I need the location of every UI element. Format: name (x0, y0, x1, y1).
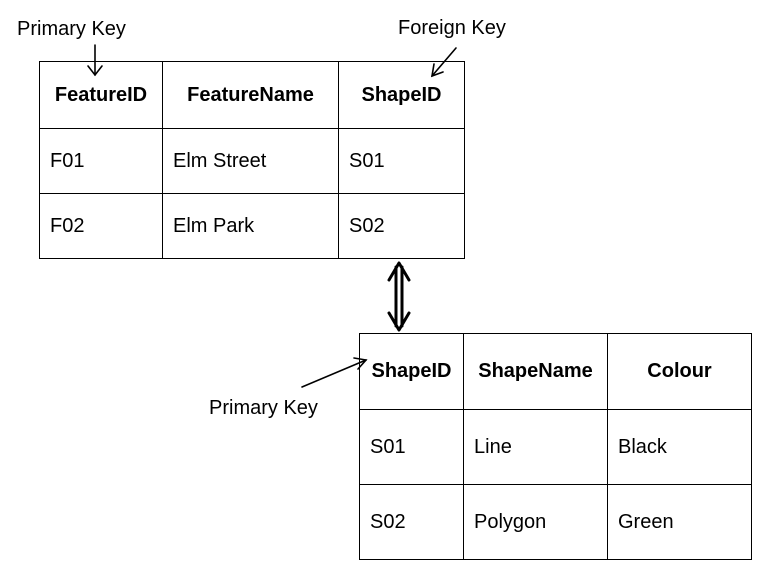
primary-key-bottom-arrow-icon (301, 357, 368, 388)
table-row: S02 Polygon Green (359, 484, 752, 560)
table-cell: Polygon (463, 484, 608, 560)
feature-header-featureid: FeatureID (39, 61, 163, 129)
table-cell: S02 (359, 484, 464, 560)
shape-table-header-row: ShapeID ShapeName Colour (359, 333, 752, 410)
shape-header-colour: Colour (607, 333, 752, 410)
table-cell: Black (607, 409, 752, 485)
table-row: S01 Line Black (359, 409, 752, 485)
shape-header-shapeid: ShapeID (359, 333, 464, 410)
feature-header-shapeid: ShapeID (338, 61, 465, 129)
foreign-key-label: Foreign Key (398, 17, 506, 39)
feature-header-featurename: FeatureName (162, 61, 339, 129)
table-cell: F02 (39, 193, 163, 259)
table-cell: F01 (39, 128, 163, 194)
relationship-double-arrow-icon (387, 261, 411, 332)
primary-key-label-top: Primary Key (17, 18, 126, 40)
shape-header-shapename: ShapeName (463, 333, 608, 410)
table-cell: S01 (359, 409, 464, 485)
table-cell: Green (607, 484, 752, 560)
shape-table: ShapeID ShapeName Colour S01 Line Black … (359, 333, 752, 560)
primary-key-label-bottom: Primary Key (209, 397, 318, 419)
table-cell: S02 (338, 193, 465, 259)
table-row: F02 Elm Park S02 (39, 193, 465, 259)
table-cell: Elm Street (162, 128, 339, 194)
table-cell: Elm Park (162, 193, 339, 259)
feature-table: FeatureID FeatureName ShapeID F01 Elm St… (39, 61, 465, 259)
table-cell: S01 (338, 128, 465, 194)
feature-table-header-row: FeatureID FeatureName ShapeID (39, 61, 465, 129)
table-row: F01 Elm Street S01 (39, 128, 465, 194)
table-cell: Line (463, 409, 608, 485)
